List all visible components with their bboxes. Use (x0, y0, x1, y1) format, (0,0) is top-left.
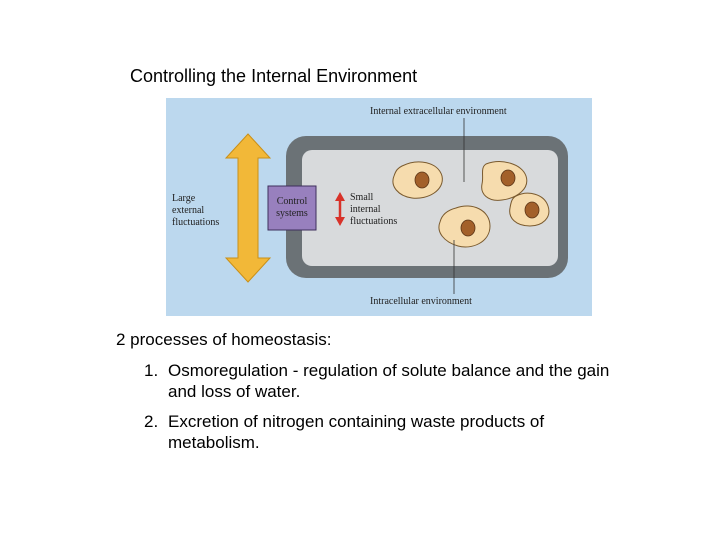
list-item-text: Osmoregulation - regulation of solute ba… (168, 361, 610, 401)
cell-4 (438, 205, 491, 248)
homeostasis-diagram: Control systems Large exter (166, 98, 592, 316)
intracellular-label: Intracellular environment (370, 296, 472, 307)
control-label-line-2: systems (276, 208, 308, 219)
internal-fluct-label-line-1: Small (350, 192, 374, 203)
process-list: 1. Osmoregulation - regulation of solute… (144, 360, 614, 462)
cell-2 (481, 161, 528, 201)
list-item: 1. Osmoregulation - regulation of solute… (144, 360, 614, 402)
external-label-line-3: fluctuations (172, 217, 219, 228)
cell-3 (509, 192, 550, 227)
control-systems-box (267, 185, 317, 231)
large-fluctuation-arrow (224, 133, 272, 283)
list-item-number: 2. (144, 412, 159, 431)
small-fluctuation-arrow (335, 192, 345, 226)
extracellular-label: Internal extracellular environment (370, 106, 507, 117)
nucleus-4 (460, 219, 476, 237)
internal-fluct-label-line-2: internal (350, 204, 381, 215)
list-item: 2. Excretion of nitrogen containing wast… (144, 411, 614, 453)
control-label-line-1: Control (277, 196, 308, 207)
internal-fluct-label-line-3: fluctuations (350, 216, 397, 227)
external-label-line-1: Large (172, 193, 196, 204)
nucleus-3 (524, 201, 540, 219)
nucleus-1 (414, 171, 430, 189)
nucleus-2 (500, 169, 516, 187)
cell-1 (392, 161, 443, 199)
external-label-line-2: external (172, 205, 204, 216)
diagram-svg: Control systems Large exter (166, 98, 592, 316)
homeostasis-heading: 2 processes of homeostasis: (116, 330, 332, 349)
list-item-text: Excretion of nitrogen containing waste p… (168, 412, 545, 452)
slide-title: Controlling the Internal Environment (130, 66, 418, 86)
list-item-number: 1. (144, 361, 159, 380)
